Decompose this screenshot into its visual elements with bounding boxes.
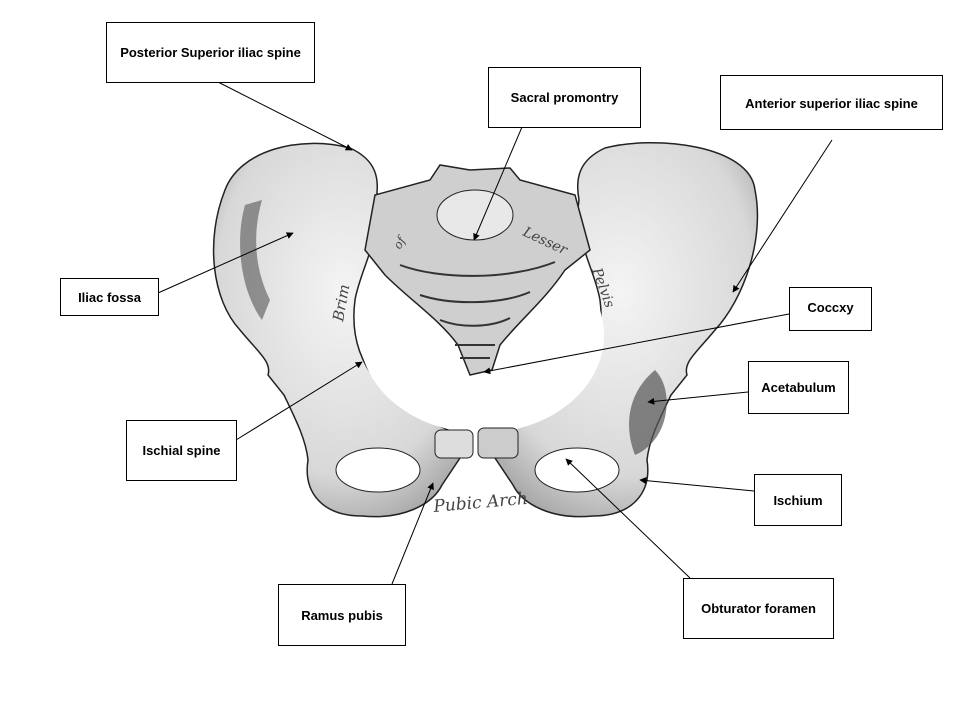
leader-ischium <box>639 477 755 492</box>
leader-lines <box>157 81 833 585</box>
pubic-symphysis <box>434 427 519 459</box>
label-text: Ischium <box>773 492 823 508</box>
leader-ischial-spine <box>235 361 363 441</box>
label-ramus-pubis: Ramus pubis <box>278 584 406 646</box>
label-posterior-superior-iliac-spine: Posterior Superior iliac spine <box>106 22 315 83</box>
leader-acetabulum <box>647 391 749 405</box>
label-text: Anterior superior iliac spine <box>745 96 918 111</box>
label-text: Acetabulum <box>761 380 836 395</box>
label-text: Sacral promontry <box>510 90 619 105</box>
label-iliac-fossa: Iliac fossa <box>60 278 159 316</box>
label-ischium: Ischium <box>754 474 842 526</box>
label-sacral-promontory: Sacral promontry <box>488 67 641 128</box>
label-text: Posterior Superior iliac spine <box>120 45 301 60</box>
leader-coccyx <box>483 313 790 375</box>
label-acetabulum: Acetabulum <box>748 361 849 414</box>
label-anterior-superior-iliac-spine: Anterior superior iliac spine <box>720 75 943 130</box>
left-hip-bone <box>212 142 474 518</box>
label-ischial-spine: Ischial spine <box>126 420 237 481</box>
leader-iliac-fossa <box>157 232 294 294</box>
label-text: Ischial spine <box>142 443 221 458</box>
label-text: Ramus pubis <box>301 607 383 623</box>
label-text: Coccxy <box>807 300 854 315</box>
illustration-text-pubic-arch: Pubic Arch <box>432 489 529 517</box>
label-coccyx: Coccxy <box>789 287 872 331</box>
label-obturator-foramen: Obturator foramen <box>683 578 834 639</box>
label-text: Obturator foramen <box>701 601 816 616</box>
sacrum <box>364 164 591 376</box>
leader-psis <box>217 81 353 151</box>
leader-sacral <box>473 126 523 241</box>
leader-ramus <box>391 482 434 585</box>
leader-asis <box>732 139 833 293</box>
label-text: Iliac fossa <box>78 289 141 305</box>
leader-obturator <box>565 458 691 579</box>
